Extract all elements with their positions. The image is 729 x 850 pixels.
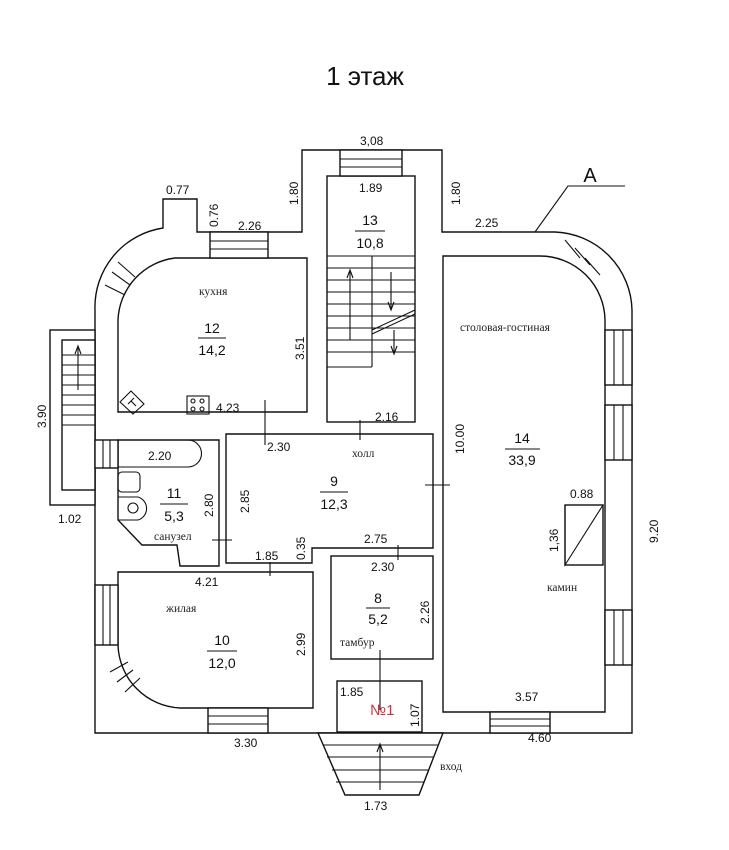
section-marker: A: [583, 165, 597, 187]
dim: 2.26: [418, 600, 432, 624]
room-name: санузел: [154, 531, 192, 543]
dim: 3.57: [515, 690, 539, 704]
room-14-dining-living: [442, 255, 606, 713]
dim: 2.85: [238, 489, 252, 513]
dimensions: 3,08 1.89 1.80 1.80 0.77 0.76 2.26 2.25 …: [35, 134, 661, 813]
dim: 1.02: [58, 512, 82, 526]
plan-title: 1 этаж: [326, 61, 404, 91]
dim: 2.26: [238, 219, 262, 233]
dim: 2.99: [294, 632, 308, 656]
bathroom-fixtures: [117, 439, 203, 521]
dim: 4.21: [195, 575, 219, 589]
dim: 9.20: [647, 519, 661, 543]
sink-icon: [119, 390, 145, 415]
room-12-kitchen: [117, 257, 308, 413]
dim: 2.16: [375, 410, 399, 424]
room-name: жилая: [165, 603, 197, 615]
room-name: столовая-гостиная: [460, 322, 551, 334]
dim: 4.23: [216, 401, 240, 415]
room-11-bathroom: [117, 439, 220, 567]
room-area: 12,3: [320, 496, 347, 512]
room-number: 8: [374, 590, 382, 606]
room-name: тамбур: [340, 637, 375, 649]
dim: 1.80: [449, 181, 463, 205]
room-area: 33,9: [508, 452, 535, 468]
dim: 0.35: [294, 536, 308, 560]
fireplace-label: камин: [547, 582, 577, 594]
entrance-stairs: [316, 732, 445, 796]
room-number: 14: [514, 430, 530, 446]
room-9-hall: [225, 433, 434, 564]
room-name: холл: [352, 448, 375, 460]
dim: 1,36: [547, 528, 561, 552]
dim: 1.85: [255, 549, 279, 563]
dim: 0.88: [570, 487, 594, 501]
dim: 2.20: [148, 449, 172, 463]
dim: 2.80: [202, 493, 216, 517]
room-number: 9: [330, 473, 338, 489]
room-area: 12,0: [208, 655, 235, 671]
dim: 2.30: [267, 440, 291, 454]
side-stairs: [49, 329, 96, 506]
dim: 2.25: [475, 216, 499, 230]
room-number: 12: [204, 320, 220, 336]
dim: 0.76: [207, 203, 221, 227]
room-10-living: [117, 571, 314, 709]
staircase: [327, 255, 416, 368]
windows: [94, 149, 633, 734]
room-area: 5,3: [164, 508, 184, 524]
room-area: 5,2: [368, 611, 388, 627]
dim: 2.75: [364, 532, 388, 546]
dim: 4.60: [528, 731, 552, 745]
dim: 3.90: [35, 404, 49, 428]
room-name: кухня: [199, 286, 228, 298]
entrance-label: вход: [440, 761, 462, 773]
stove-icon: [186, 395, 210, 415]
dim: 10.00: [453, 424, 467, 454]
porch-label: №1: [370, 702, 394, 719]
doors: [212, 400, 450, 710]
dim: 3.51: [293, 336, 307, 360]
room-area: 14,2: [198, 342, 225, 358]
room-number: 10: [214, 632, 230, 648]
section-marker-line: [534, 185, 625, 233]
dim: 3,08: [360, 134, 384, 148]
room-area: 10,8: [356, 235, 383, 251]
dim: 1.73: [364, 799, 388, 813]
dim: 2.30: [371, 560, 395, 574]
room-number: 11: [167, 485, 182, 501]
dim: 1.85: [340, 685, 364, 699]
dim: 1.80: [287, 181, 301, 205]
dim: 0.77: [166, 183, 190, 197]
dim: 1.89: [359, 181, 383, 195]
dim: 1.07: [408, 703, 422, 727]
room-13-stairwell: [326, 175, 416, 423]
room-number: 13: [362, 212, 378, 228]
fireplace-icon: [564, 504, 604, 567]
dim: 3.30: [234, 736, 258, 750]
